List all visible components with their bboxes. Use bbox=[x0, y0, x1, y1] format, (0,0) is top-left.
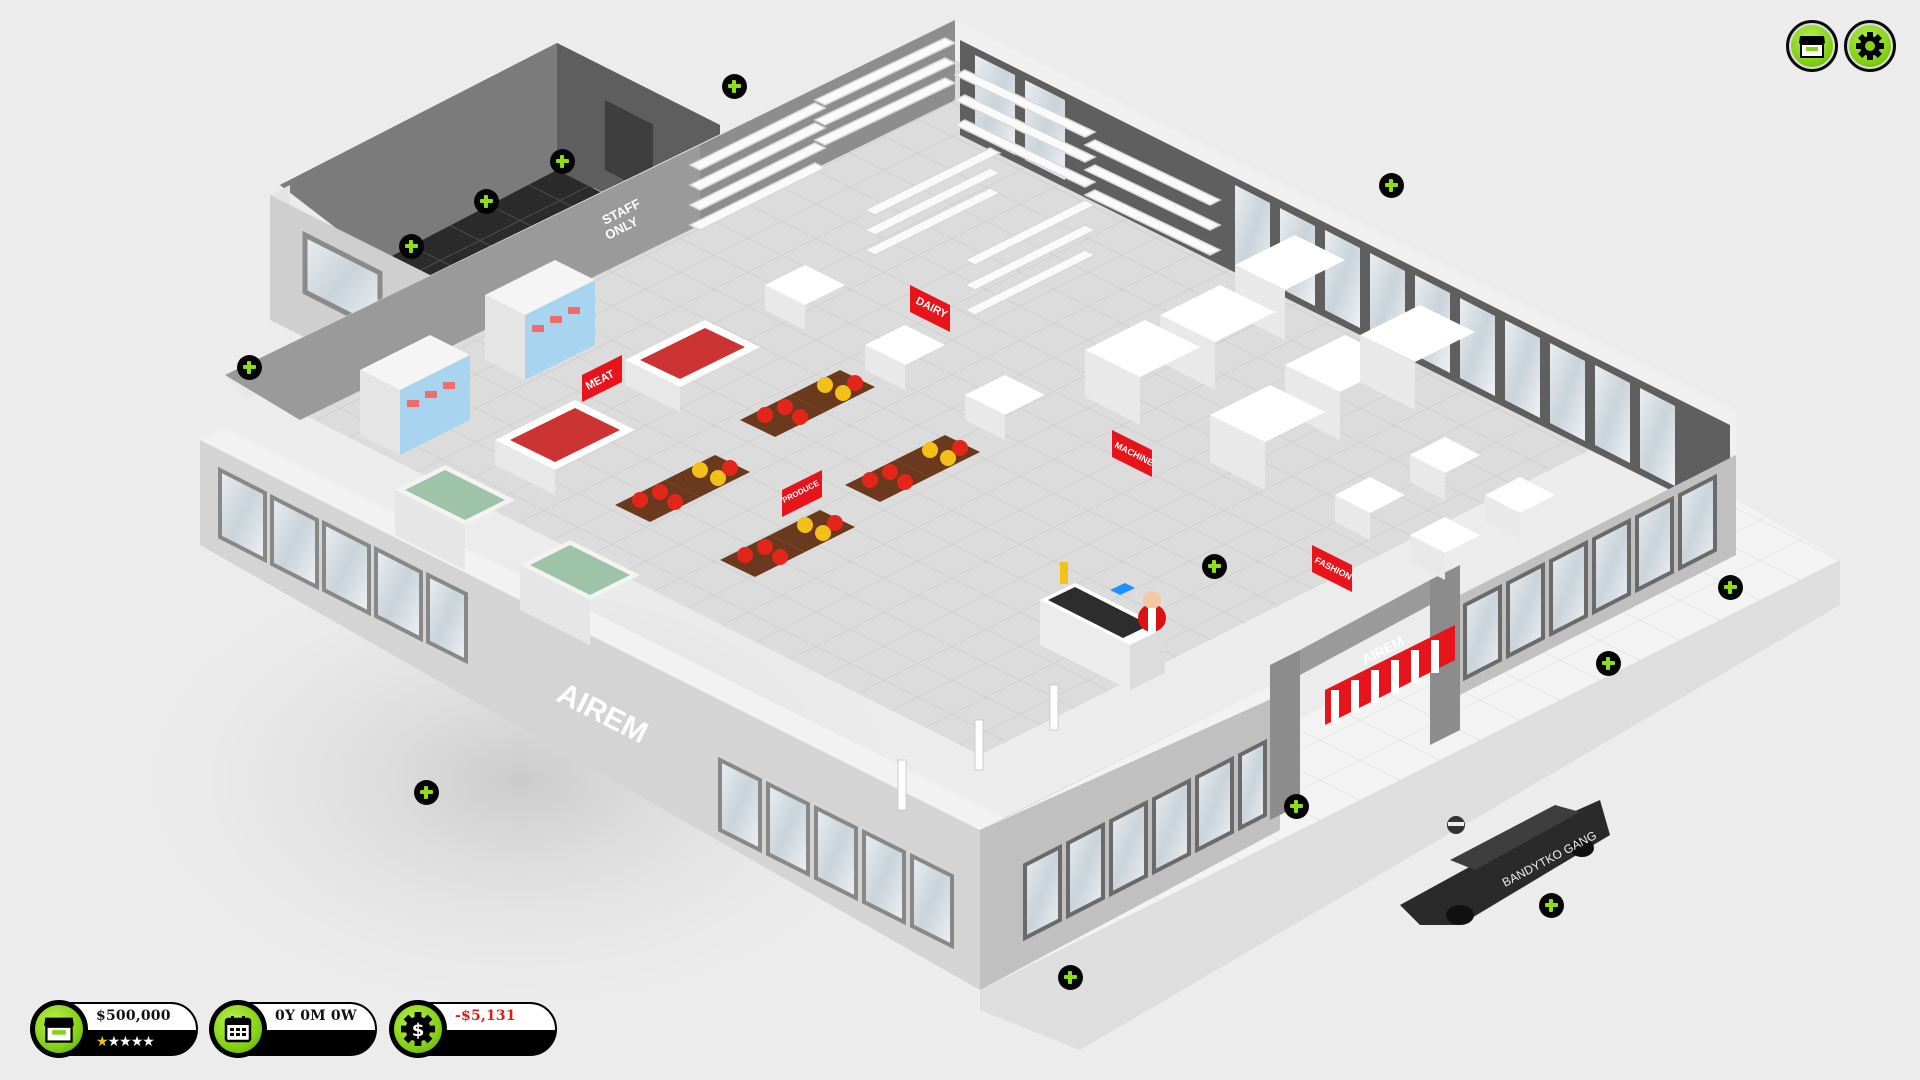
star-icon: ★ bbox=[119, 1033, 132, 1049]
date-panel[interactable]: 0Y 0M 0W bbox=[209, 1000, 379, 1058]
store-rating: ★★★★★ bbox=[96, 1033, 155, 1049]
build-spot-plus-button[interactable] bbox=[473, 188, 499, 214]
build-spot-plus-button[interactable] bbox=[236, 354, 262, 380]
build-spot-plus-button[interactable] bbox=[1538, 892, 1564, 918]
svg-text:$: $ bbox=[412, 1020, 425, 1041]
build-spot-plus-button[interactable] bbox=[398, 233, 424, 259]
build-spot-plus-button[interactable] bbox=[1201, 553, 1227, 579]
star-icon: ★ bbox=[130, 1033, 144, 1049]
build-spot-plus-button[interactable] bbox=[549, 148, 575, 174]
star-icon: ★ bbox=[107, 1033, 121, 1049]
balance-value: -$5,131 bbox=[455, 1008, 516, 1024]
gear-icon bbox=[1856, 32, 1884, 60]
calendar-icon bbox=[224, 1016, 252, 1043]
star-icon: ★ bbox=[142, 1033, 155, 1049]
date-value: 0Y 0M 0W bbox=[275, 1008, 357, 1024]
star-icon: ★ bbox=[96, 1033, 109, 1049]
build-spot-plus-button[interactable] bbox=[413, 779, 439, 805]
shop-button[interactable] bbox=[1786, 20, 1838, 72]
dollar-gear-icon: $ bbox=[401, 1012, 435, 1046]
build-spot-plus-button[interactable] bbox=[1595, 650, 1621, 676]
build-spot-plus-button[interactable] bbox=[1283, 793, 1309, 819]
money-panel[interactable]: $500,000 ★★★★★ bbox=[30, 1000, 200, 1058]
store-icon bbox=[1799, 36, 1825, 58]
build-spot-plus-button[interactable] bbox=[1057, 964, 1083, 990]
build-spot-plus-button[interactable] bbox=[1717, 574, 1743, 600]
store-icon bbox=[44, 1017, 74, 1043]
build-spot-plus-button[interactable] bbox=[1378, 172, 1404, 198]
balance-panel[interactable]: $ -$5,131 bbox=[389, 1000, 559, 1058]
settings-button[interactable] bbox=[1844, 20, 1896, 72]
money-value: $500,000 bbox=[96, 1008, 171, 1024]
build-spot-plus-button[interactable] bbox=[721, 73, 747, 99]
